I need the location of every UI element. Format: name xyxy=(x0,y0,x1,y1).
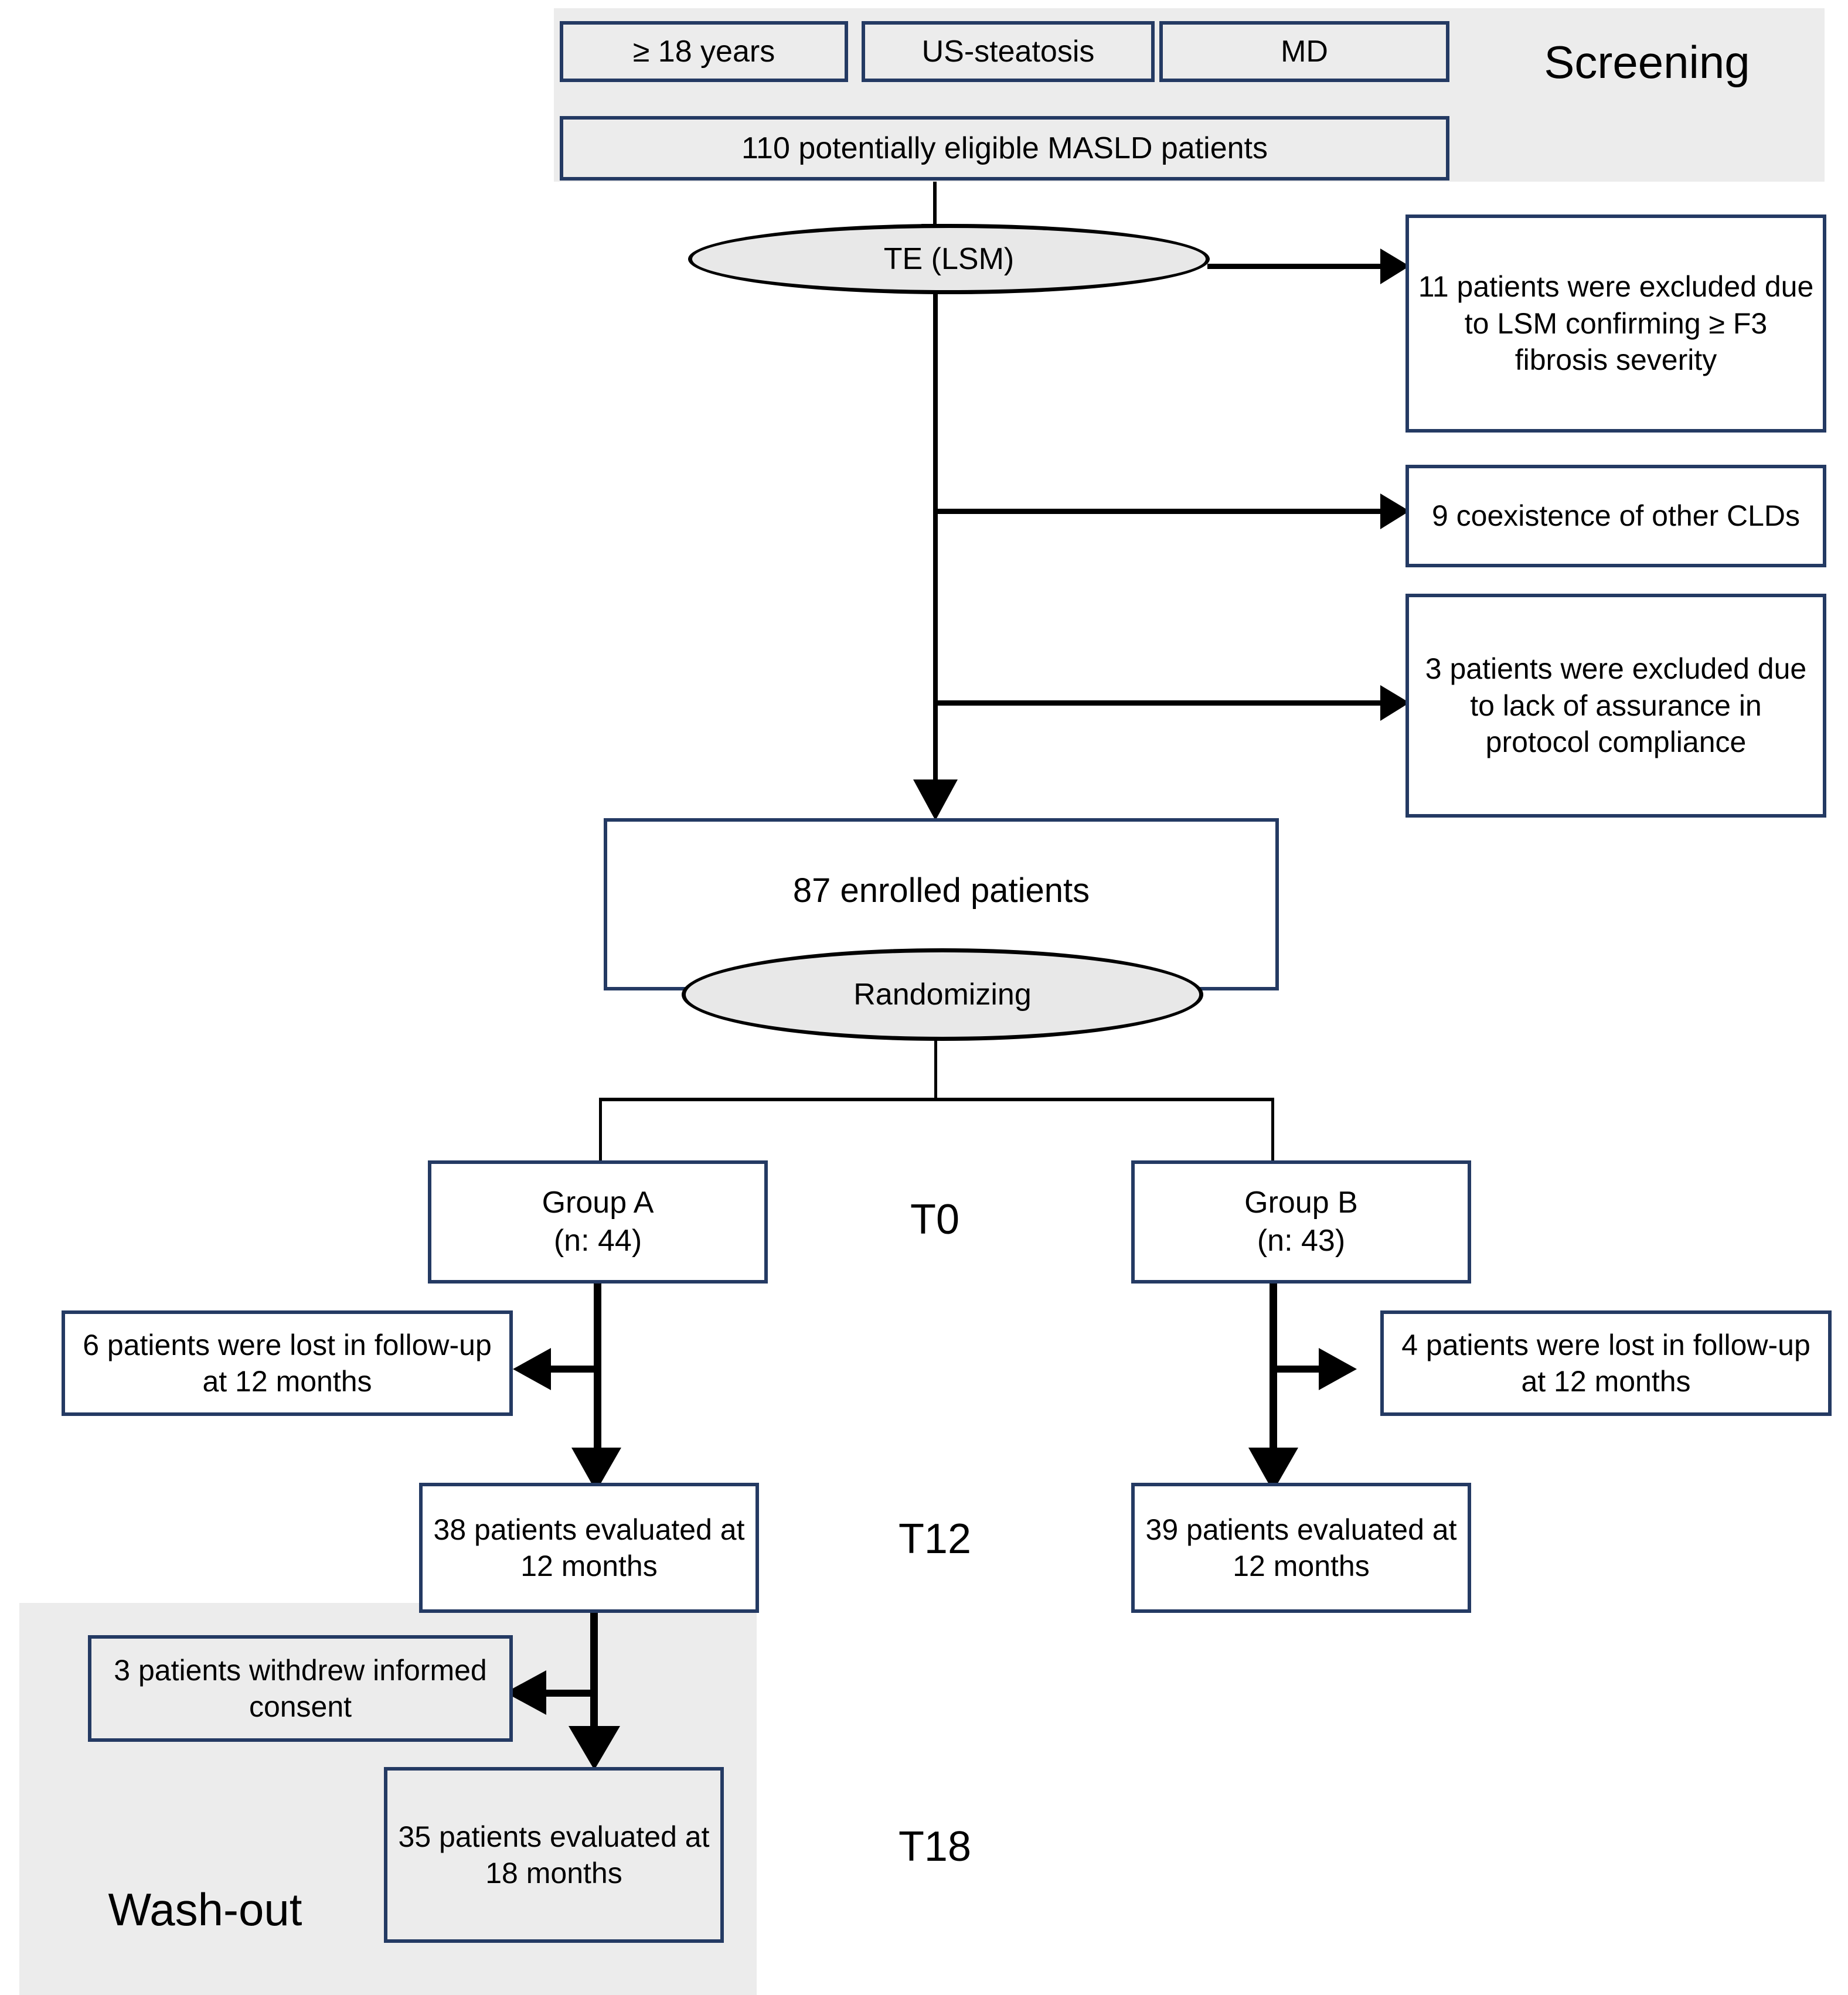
connector-group-a-trunk xyxy=(594,1281,601,1480)
connector-to-exclusion-2 xyxy=(935,509,1390,514)
group-a-label-line2: (n: 44) xyxy=(553,1224,642,1258)
te-lsm-node[interactable]: TE (LSM) xyxy=(688,224,1210,294)
group-a-t12-box[interactable]: 38 patients evaluated at 12 months xyxy=(419,1483,759,1613)
criterion-us-steatosis-label: US-steatosis xyxy=(921,34,1095,69)
timepoint-t18-label: T18 xyxy=(898,1823,972,1870)
criterion-box-age[interactable]: ≥ 18 years xyxy=(560,21,848,82)
group-a-lost-label: 6 patients were lost in follow-up at 12 … xyxy=(83,1328,492,1398)
washout-stage-line1: Wash-out xyxy=(108,1884,302,1936)
connector-to-exclusion-1 xyxy=(1207,264,1389,269)
randomizing-node[interactable]: Randomizing xyxy=(682,948,1203,1041)
exclusion-box-3[interactable]: 3 patients were excluded due to lack of … xyxy=(1405,594,1826,818)
connector-group-a-lost xyxy=(530,1366,598,1373)
withdrew-consent-label: 3 patients withdrew informed consent xyxy=(114,1653,487,1724)
connector-te-trunk xyxy=(933,293,938,802)
group-b-t12-label: 39 patients evaluated at 12 months xyxy=(1145,1513,1457,1583)
group-a-lost-box[interactable]: 6 patients were lost in follow-up at 12 … xyxy=(62,1310,513,1416)
group-a-box[interactable]: Group A (n: 44) xyxy=(428,1160,768,1284)
eligible-patients-label: 110 potentially eligible MASLD patients xyxy=(741,131,1268,165)
group-b-lost-label: 4 patients were lost in follow-up at 12 … xyxy=(1401,1328,1810,1398)
group-b-label-line2: (n: 43) xyxy=(1257,1224,1346,1258)
group-b-t12-box[interactable]: 39 patients evaluated at 12 months xyxy=(1131,1483,1471,1613)
withdrew-consent-box[interactable]: 3 patients withdrew informed consent xyxy=(88,1635,513,1742)
timepoint-t12-label: T12 xyxy=(898,1516,972,1562)
connector-to-exclusion-3 xyxy=(935,700,1390,706)
connector-t12-to-t18 xyxy=(590,1612,598,1758)
exclusion-3-label: 3 patients were excluded due to lack of … xyxy=(1425,652,1807,759)
randomizing-label: Randomizing xyxy=(853,978,1032,1012)
connector-split-right xyxy=(1271,1098,1274,1165)
connector-withdrew xyxy=(525,1690,594,1697)
criterion-box-us-steatosis[interactable]: US-steatosis xyxy=(862,21,1155,82)
group-b-box[interactable]: Group B (n: 43) xyxy=(1131,1160,1471,1284)
group-b-lost-box[interactable]: 4 patients were lost in follow-up at 12 … xyxy=(1380,1310,1832,1416)
t18-evaluated-box[interactable]: 35 patients evaluated at 18 months xyxy=(384,1767,724,1943)
group-a-t12-label: 38 patients evaluated at 12 months xyxy=(433,1513,745,1583)
connector-randomizing-stem xyxy=(934,1040,937,1099)
enrolled-patients-label: 87 enrolled patients xyxy=(792,871,1090,910)
connector-group-b-trunk xyxy=(1270,1281,1277,1480)
washout-stage-label: Wash-out Period xyxy=(35,1779,375,1995)
connector-split-bar xyxy=(599,1098,1274,1101)
group-a-label-line1: Group A xyxy=(542,1186,654,1220)
criterion-md-label: MD xyxy=(1281,34,1328,69)
exclusion-2-label: 9 coexistence of other CLDs xyxy=(1431,499,1801,533)
connector-eligible-to-te xyxy=(933,182,937,229)
t18-evaluated-label: 35 patients evaluated at 18 months xyxy=(398,1820,710,1890)
timepoint-t0-label: T0 xyxy=(910,1196,960,1243)
screening-stage-label: Screening xyxy=(1544,36,1750,88)
exclusion-1-label: 11 patients were excluded due to LSM con… xyxy=(1418,270,1814,377)
criterion-box-md[interactable]: MD xyxy=(1159,21,1449,82)
connector-split-left xyxy=(599,1098,602,1165)
exclusion-box-2[interactable]: 9 coexistence of other CLDs xyxy=(1405,465,1826,567)
te-lsm-label: TE (LSM) xyxy=(883,242,1015,276)
eligible-patients-box[interactable]: 110 potentially eligible MASLD patients xyxy=(560,116,1449,181)
criterion-age-label: ≥ 18 years xyxy=(632,34,775,69)
connector-group-b-lost xyxy=(1273,1366,1340,1373)
exclusion-box-1[interactable]: 11 patients were excluded due to LSM con… xyxy=(1405,215,1826,433)
group-b-label-line1: Group B xyxy=(1244,1186,1358,1220)
